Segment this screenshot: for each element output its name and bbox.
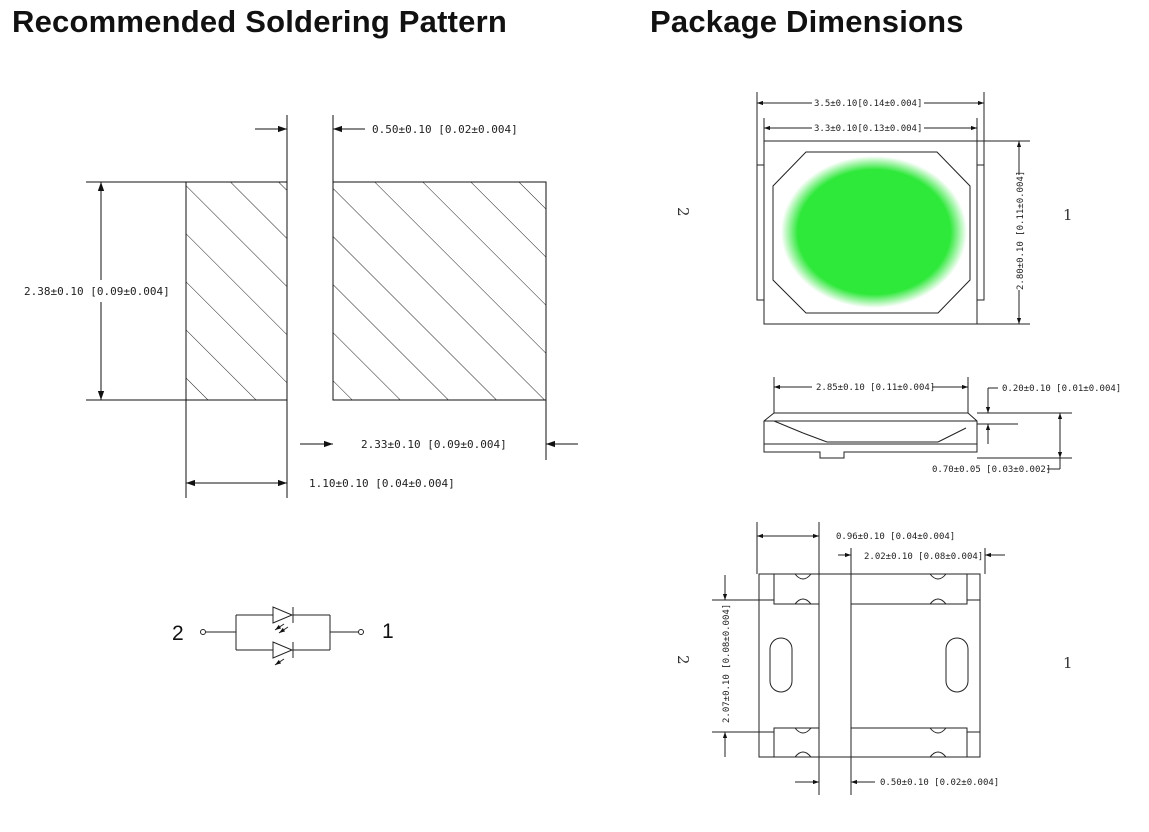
top-thickness-label: 0.20±0.10 [0.01±0.004] (1002, 384, 1121, 394)
solder-rpad-width-label: 2.33±0.10 [0.09±0.004] (361, 438, 507, 451)
overall-width-label: 3.5±0.10[0.14±0.004] (814, 99, 922, 109)
package-dimensions-title: Package Dimensions (650, 4, 964, 39)
body-width-label: 3.3±0.10[0.13±0.004] (814, 124, 922, 134)
package-top-view (756, 92, 1030, 325)
bottom-pad-right (850, 574, 968, 757)
bottom-gap-label: 0.50±0.10 [0.02±0.004] (880, 778, 999, 788)
total-thickness-label: 0.70±0.05 [0.03±0.002] (932, 465, 1051, 475)
terminal-2 (200, 629, 206, 635)
bottom-left-pad-label: 0.96±0.10 [0.04±0.004] (836, 532, 955, 542)
bottom-pin-1-label: 1 (1063, 654, 1073, 672)
solder-gap-label: 0.50±0.10 [0.02±0.004] (372, 123, 518, 136)
left-solder-pad (185, 181, 288, 401)
side-width-label: 2.85±0.10 [0.11±0.004] (816, 383, 935, 393)
slot-left (769, 637, 793, 693)
led-schematic (200, 606, 364, 666)
lens-outline (772, 151, 971, 314)
solder-height-label: 2.38±0.10 [0.09±0.004] (24, 285, 170, 298)
top-pin-2-label: 2 (674, 207, 692, 217)
top-lead-left (756, 164, 765, 301)
diode-symbol-top (272, 606, 294, 624)
led-emitter (781, 156, 967, 308)
schematic-pin-2-label: 2 (172, 622, 184, 645)
slot-right (945, 637, 969, 693)
terminal-1 (358, 629, 364, 635)
package-height-label: 2.80±0.10 [0.11±0.004] (1016, 171, 1026, 290)
package-side-view (763, 377, 1072, 470)
bottom-pad-left (773, 574, 820, 757)
package-bottom-view (712, 522, 1005, 795)
soldering-pattern-title: Recommended Soldering Pattern (12, 4, 508, 39)
bottom-right-pad-label: 2.02±0.10 [0.08±0.004] (864, 552, 983, 562)
diode-symbol-bottom (272, 641, 294, 659)
top-lead-right (976, 164, 985, 301)
solder-lpad-width-label: 1.10±0.10 [0.04±0.004] (309, 477, 455, 490)
side-body (763, 412, 978, 459)
top-pin-1-label: 1 (1063, 206, 1073, 224)
bottom-pad-height-label: 2.07±0.10 [0.08±0.004] (722, 604, 732, 723)
schematic-pin-1-label: 1 (382, 620, 394, 643)
bottom-body (758, 573, 981, 758)
soldering-pattern (86, 115, 578, 498)
right-solder-pad (332, 181, 547, 401)
bottom-pin-2-label: 2 (674, 655, 692, 665)
